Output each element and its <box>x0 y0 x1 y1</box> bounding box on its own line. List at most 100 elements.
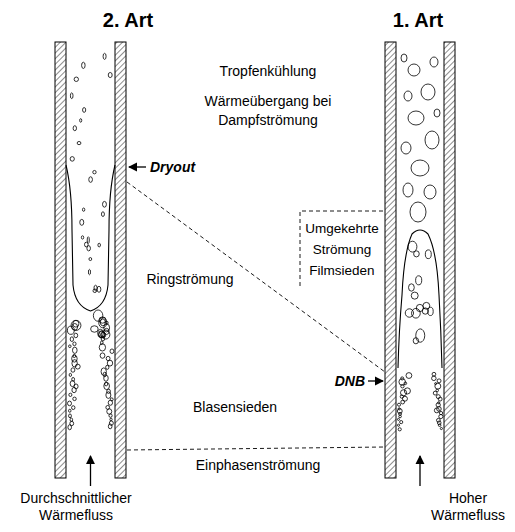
liquid-core <box>398 230 442 368</box>
pointer-arrow <box>368 380 383 381</box>
bubble <box>105 382 108 386</box>
tube-caption: Hoher Wärmefluss <box>426 490 510 524</box>
bubble <box>416 329 425 342</box>
bubble <box>81 236 83 239</box>
bubble <box>397 424 399 426</box>
bubble <box>99 331 105 338</box>
regime-label: Blasensieden <box>175 398 295 417</box>
bubble <box>73 126 76 131</box>
bubble <box>77 141 81 144</box>
bubble <box>432 376 437 381</box>
bubble <box>411 160 429 176</box>
bubble <box>416 276 422 285</box>
bubble <box>93 310 102 321</box>
bubble <box>401 377 404 380</box>
bubble <box>439 411 442 414</box>
tube-wall <box>385 42 396 478</box>
bubble <box>440 427 442 429</box>
bubble <box>69 393 72 396</box>
bubble <box>68 401 72 406</box>
bubble <box>414 251 420 257</box>
bubble <box>74 77 78 81</box>
bubble <box>413 338 418 344</box>
bubble <box>108 72 112 77</box>
bubble <box>404 388 410 394</box>
bubble <box>411 292 418 299</box>
bubble <box>104 382 110 389</box>
bubble <box>408 64 420 76</box>
regime-label: Einphasenströmung <box>183 456 333 475</box>
flow-arrow <box>419 456 420 486</box>
bubble <box>72 347 77 353</box>
liquid-film <box>66 165 115 311</box>
bubble <box>421 84 435 100</box>
boundary-line <box>127 182 385 372</box>
bubble <box>73 320 79 327</box>
bubble <box>91 326 99 332</box>
bubble <box>408 241 417 252</box>
bubble <box>82 62 86 68</box>
bubble <box>93 170 96 173</box>
bubble <box>412 308 421 318</box>
bubble <box>70 93 73 99</box>
bubble <box>106 405 110 409</box>
tube-heading: 1. Art <box>373 8 463 32</box>
bubble <box>101 341 104 345</box>
bubble <box>69 345 72 348</box>
bubble <box>428 307 433 315</box>
bubble <box>435 383 437 385</box>
bubble <box>397 403 400 406</box>
bubble <box>72 406 75 410</box>
bubble <box>98 243 101 247</box>
tube-wall <box>55 42 66 478</box>
bubble <box>89 177 93 183</box>
bubble <box>72 377 75 381</box>
bubble <box>410 202 426 222</box>
bubble <box>99 317 106 323</box>
regime-label: Umgekehrte Strömung Filmsieden <box>303 218 381 281</box>
bubble <box>73 397 76 401</box>
bubble <box>403 183 413 197</box>
bubble <box>70 157 74 162</box>
bubble <box>400 390 406 396</box>
flow-arrow <box>90 456 91 486</box>
bubble <box>409 284 415 291</box>
bubble <box>73 342 76 346</box>
bubble <box>82 208 84 211</box>
bubbles <box>67 53 443 431</box>
bubble <box>100 353 105 358</box>
bubble <box>408 111 424 125</box>
bubble <box>110 349 114 354</box>
bubble <box>404 91 412 101</box>
bubble <box>70 418 73 421</box>
bubble <box>397 409 402 414</box>
bubble <box>107 360 112 366</box>
bubble <box>72 355 77 362</box>
bubble <box>85 242 89 247</box>
bubble <box>80 219 84 225</box>
dryout-marker: Dryout <box>150 158 230 177</box>
bubble <box>97 286 101 292</box>
tube-caption: Durchschnittlicher Wärmefluss <box>8 490 144 524</box>
bubble <box>436 395 440 399</box>
regime-label: Tropfenkühlung <box>193 62 343 81</box>
bubble <box>432 372 436 376</box>
bubble <box>398 428 401 431</box>
bubble <box>401 142 411 154</box>
bubble <box>437 379 441 383</box>
regime-label: Ringströmung <box>140 270 240 289</box>
region-bracket <box>300 211 383 287</box>
bubble <box>435 383 441 389</box>
bubble <box>437 418 441 422</box>
bubble <box>434 109 440 117</box>
bubble <box>71 320 81 330</box>
bubble <box>89 258 92 261</box>
bubble <box>93 289 97 292</box>
tube-wall <box>444 42 455 478</box>
bubble <box>99 318 107 328</box>
bubble <box>99 344 105 351</box>
dnb-marker: DNB <box>315 372 365 391</box>
bubble <box>425 131 439 149</box>
